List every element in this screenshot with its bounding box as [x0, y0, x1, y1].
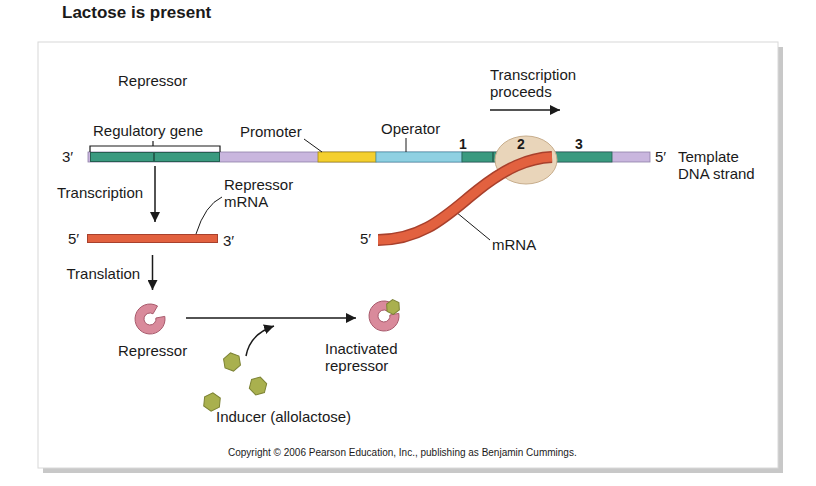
gene-divider [492, 152, 494, 162]
repressor-mrna: Repressor mRNA [87, 234, 218, 243]
inducer-molecule [247, 376, 269, 396]
part-label: Transcription proceeds [490, 66, 590, 100]
inducer-molecule [221, 351, 243, 372]
callout-number: 1 [459, 136, 479, 153]
repressor-protein: Repressor [132, 300, 172, 336]
callout-number: 3 [575, 136, 595, 153]
inactivated-repressor: Inactivated repressor [366, 296, 406, 334]
part-label: Inducer (allolactose) [216, 408, 436, 425]
part-label: Operator [381, 120, 481, 137]
part-label: Template DNA strand [678, 148, 762, 182]
part-label: 3′ [223, 232, 245, 249]
edge-label: Transcription [57, 184, 167, 201]
repressor-protein-outline [132, 300, 172, 336]
part-label: 3′ [62, 148, 92, 165]
regulatory-gene-shape [90, 152, 220, 162]
binding-arrow [246, 326, 274, 356]
callout-number: 2 [517, 136, 537, 153]
figure-title: Lactose is present [62, 4, 362, 21]
leader-line [406, 138, 407, 152]
node-label: Regulatory gene [93, 122, 243, 139]
figure-frame [38, 42, 778, 468]
mrna-strand [378, 157, 552, 240]
promoter-segment [318, 152, 376, 162]
bound-inducer [384, 298, 402, 316]
leader-line [196, 197, 222, 234]
gene-bracket [90, 141, 220, 152]
inactivated-repressor-outline [366, 296, 406, 334]
protein-body [135, 304, 165, 334]
leader-line [456, 212, 490, 240]
dna-strand [88, 152, 650, 162]
repressor-protein-shape [132, 300, 172, 336]
part-label: mRNA [492, 236, 552, 253]
regulatory-gene: Regulatory gene [90, 152, 220, 162]
node-label: Repressor [118, 342, 218, 359]
process-arrow [152, 255, 154, 290]
inactivated-repressor-shape [366, 296, 406, 334]
leader-line [304, 139, 322, 152]
part-label: 5′ [68, 230, 90, 247]
part-label: Promoter [240, 123, 340, 140]
copyright-caption: Copyright © 2006 Pearson Education, Inc.… [228, 447, 648, 459]
mrna-outline [378, 157, 552, 240]
edge-label: Translation [67, 265, 177, 282]
node-label: Repressor mRNA [224, 176, 314, 210]
part-label: 5′ [655, 148, 677, 165]
operator-segment [376, 152, 462, 162]
direction-arrow [490, 109, 560, 111]
process-arrow [154, 166, 156, 222]
process-arrow [186, 317, 356, 319]
node-label: Inactivated repressor [325, 340, 425, 374]
part-label: Repressor [118, 72, 238, 89]
part-label: 5′ [360, 230, 382, 247]
repressor-mrna-shape [87, 234, 218, 243]
